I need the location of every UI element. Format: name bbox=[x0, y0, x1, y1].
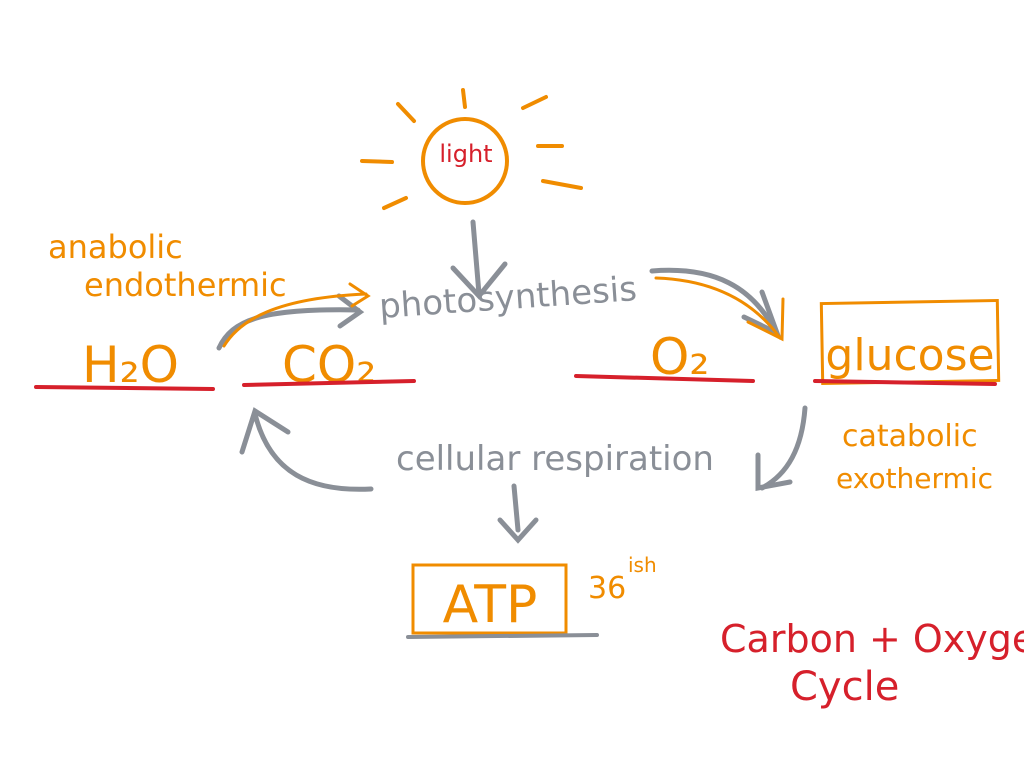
atp-count: 36 bbox=[588, 571, 626, 606]
sun-ray bbox=[382, 196, 408, 210]
endothermic-label: endothermic bbox=[84, 266, 287, 304]
reactants-to-photosynthesis-arrow bbox=[216, 282, 371, 351]
glucose-underline bbox=[813, 379, 997, 386]
glucose-to-respiration-arrow bbox=[755, 405, 808, 492]
sun-ray bbox=[360, 159, 394, 164]
anabolic-label: anabolic bbox=[48, 228, 183, 266]
photosynthesis-to-products-arrow bbox=[649, 267, 785, 342]
oxygen-label: O₂ bbox=[650, 328, 709, 386]
atp-count-suffix: ish bbox=[628, 553, 657, 577]
sun-ray bbox=[461, 88, 467, 109]
sun-label: light bbox=[439, 140, 492, 168]
glucose-box: glucose bbox=[813, 298, 1001, 386]
sun-ray bbox=[521, 95, 548, 110]
title-line-2: Cycle bbox=[790, 664, 899, 710]
atp-box: ATP bbox=[406, 563, 599, 639]
oxygen-underline bbox=[574, 374, 755, 383]
light-to-photosynthesis-arrow bbox=[450, 219, 508, 300]
water-label: H₂O bbox=[82, 336, 179, 394]
atp-underline bbox=[406, 633, 599, 639]
respiration-to-reactants-arrow bbox=[239, 407, 374, 492]
title-line-1: Carbon + Oxygen bbox=[720, 617, 1024, 661]
respiration-label: cellular respiration bbox=[396, 439, 714, 479]
atp-label: ATP bbox=[443, 575, 538, 635]
water-underline bbox=[34, 385, 215, 391]
carbon-dioxide-underline bbox=[242, 379, 416, 387]
sun-ray bbox=[396, 102, 416, 123]
photosynthesis-label: photosynthesis bbox=[378, 269, 638, 327]
exothermic-label: exothermic bbox=[836, 462, 993, 495]
glucose-label: glucose bbox=[825, 330, 994, 381]
respiration-to-atp-arrow bbox=[497, 483, 539, 544]
sun-icon bbox=[360, 88, 583, 210]
catabolic-label: catabolic bbox=[842, 419, 978, 454]
sun-ray bbox=[541, 179, 583, 190]
sun-circle bbox=[421, 117, 509, 205]
